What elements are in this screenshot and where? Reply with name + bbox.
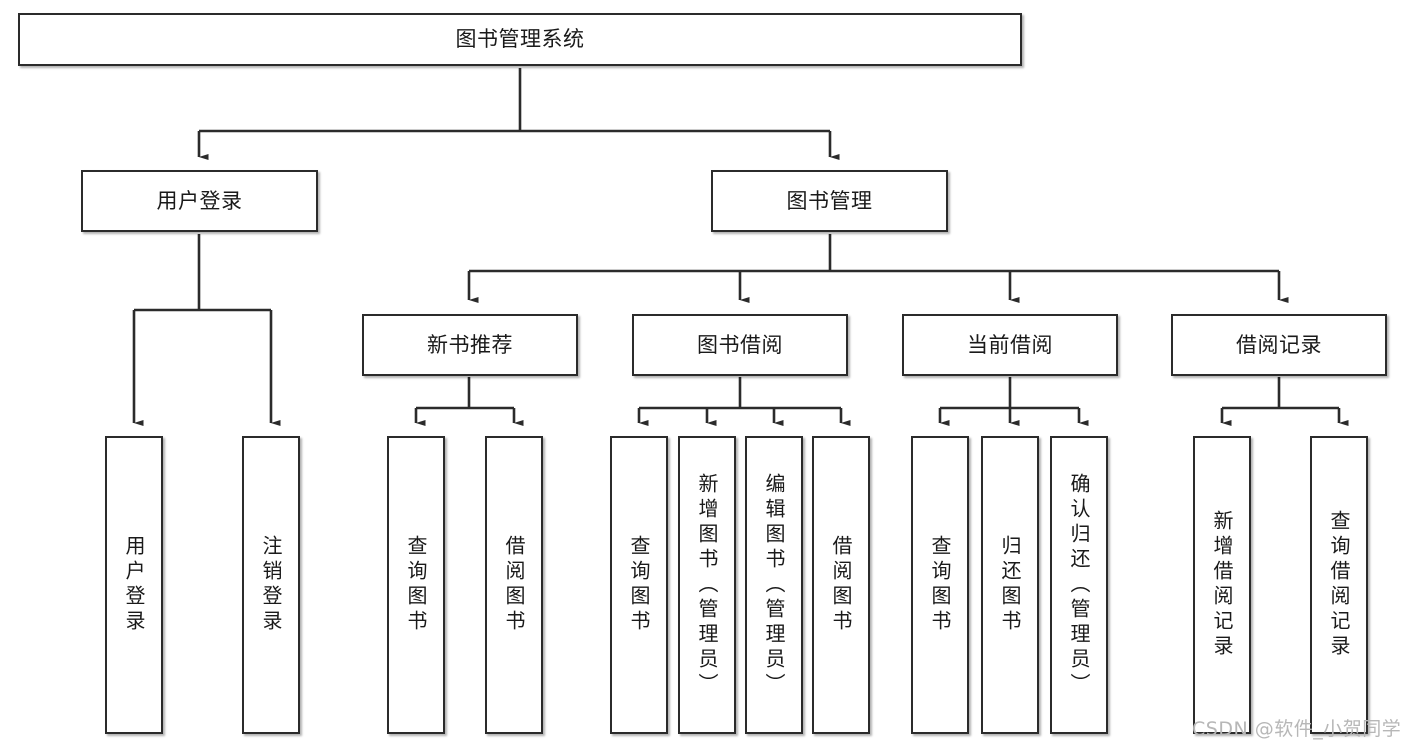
leaf-return-book[interactable]: 归还图书 [981,436,1039,734]
node-label: 借阅记录 [1236,332,1322,357]
leaf-query-book-2[interactable]: 查询图书 [610,436,668,734]
node-borrow-record[interactable]: 借阅记录 [1171,314,1387,376]
watermark-text: CSDN @软件_小贺同学 [1192,718,1402,740]
node-label: 用户登录 [156,188,243,213]
leaf-confirm-return-admin[interactable]: 确认归还（管理员） [1050,436,1108,734]
leaf-logout[interactable]: 注销登录 [242,436,300,734]
leaf-borrow-book-2[interactable]: 借阅图书 [812,436,870,734]
leaf-add-book-admin[interactable]: 新增图书（管理员） [678,436,736,734]
node-book-borrow[interactable]: 图书借阅 [632,314,848,376]
node-label: 借阅图书 [502,535,526,635]
node-label: 当前借阅 [967,332,1053,357]
node-current-borrow[interactable]: 当前借阅 [902,314,1118,376]
leaf-edit-book-admin[interactable]: 编辑图书（管理员） [745,436,803,734]
node-label: 查询图书 [928,535,952,635]
node-label: 编辑图书（管理员） [762,472,786,698]
leaf-query-book-1[interactable]: 查询图书 [387,436,445,734]
node-label: 图书管理系统 [455,27,585,52]
node-label: 查询图书 [627,535,651,635]
node-label: 借阅图书 [829,535,853,635]
node-label: 图书借阅 [697,332,783,357]
node-label: 确认归还（管理员） [1067,472,1091,698]
leaf-query-book-3[interactable]: 查询图书 [911,436,969,734]
node-label: 查询借阅记录 [1327,510,1351,660]
node-label: 用户登录 [122,535,146,635]
node-label: 新书推荐 [427,332,513,357]
leaf-query-borrow-record[interactable]: 查询借阅记录 [1310,436,1368,734]
node-user-login[interactable]: 用户登录 [81,170,318,232]
leaf-user-login[interactable]: 用户登录 [105,436,163,734]
node-new-book-recommend[interactable]: 新书推荐 [362,314,578,376]
node-label: 归还图书 [998,535,1022,635]
node-label: 注销登录 [259,535,283,635]
node-book-management[interactable]: 图书管理 [711,170,948,232]
leaf-borrow-book-1[interactable]: 借阅图书 [485,436,543,734]
node-root-library-system[interactable]: 图书管理系统 [18,13,1022,66]
node-label: 图书管理 [786,188,873,213]
node-label: 新增图书（管理员） [695,472,719,698]
node-label: 查询图书 [404,535,428,635]
node-label: 新增借阅记录 [1210,510,1234,660]
leaf-add-borrow-record[interactable]: 新增借阅记录 [1193,436,1251,734]
